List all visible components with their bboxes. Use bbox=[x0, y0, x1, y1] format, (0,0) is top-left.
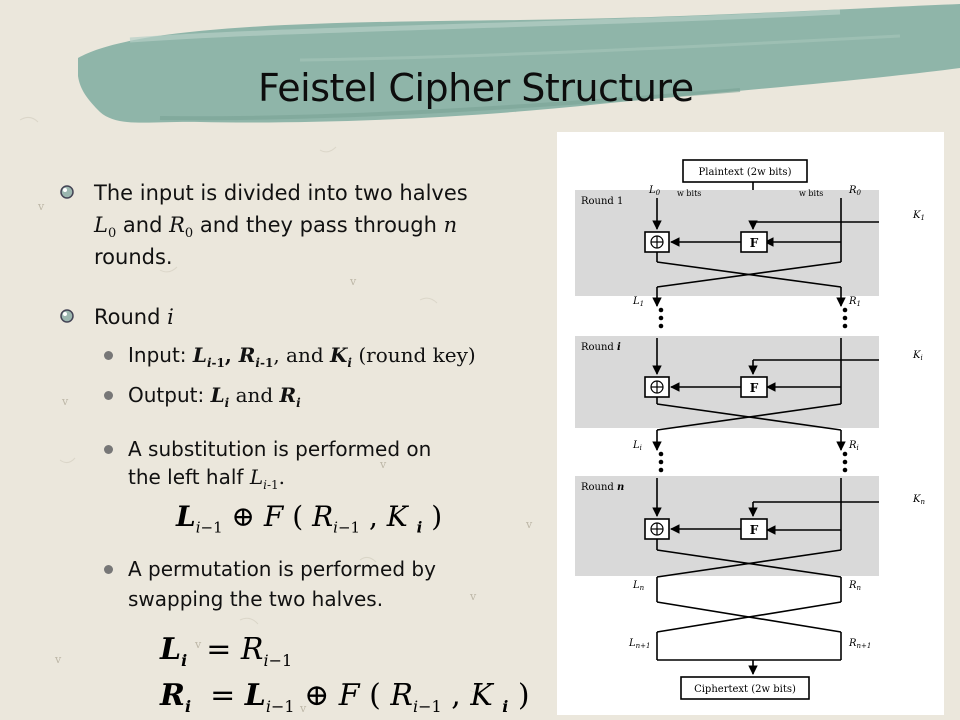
svg-text:v: v bbox=[525, 518, 533, 531]
svg-text:R1: R1 bbox=[848, 296, 861, 308]
svg-text:Li: Li bbox=[632, 440, 642, 452]
round-i-panel bbox=[575, 336, 879, 428]
plaintext-label: Plaintext (2w bits) bbox=[699, 167, 792, 178]
round-i-label: Round i bbox=[581, 342, 621, 353]
f-label-n: F bbox=[750, 523, 759, 537]
svg-text:v: v bbox=[61, 395, 69, 408]
svg-text:v: v bbox=[469, 590, 477, 603]
svg-text:Ri: Ri bbox=[848, 440, 859, 452]
svg-text:v: v bbox=[37, 200, 45, 213]
svg-text:Ln: Ln bbox=[632, 580, 645, 592]
svg-text:v: v bbox=[194, 638, 202, 651]
svg-text:Rn: Rn bbox=[848, 580, 862, 592]
svg-text:v: v bbox=[349, 275, 357, 288]
bullet-marker-icon bbox=[60, 185, 74, 199]
title-brush-band bbox=[78, 4, 960, 123]
round-n-label: Round n bbox=[581, 482, 624, 493]
svg-text:K1: K1 bbox=[912, 210, 925, 222]
f-label-i: F bbox=[750, 381, 759, 395]
svg-text:v: v bbox=[54, 653, 62, 666]
plaintext-box bbox=[682, 159, 808, 183]
svg-text:v: v bbox=[299, 702, 307, 715]
svg-text:Ki: Ki bbox=[912, 350, 923, 362]
permutation-formula-left: Li = Ri−1 bbox=[160, 632, 293, 670]
ciphertext-box bbox=[680, 676, 810, 700]
round-1-label: Round 1 bbox=[581, 196, 623, 207]
bullet-marker-icon bbox=[60, 309, 74, 323]
substitution-formula: Li−1 ⊕ F ( Ri−1 , K i ) bbox=[176, 500, 443, 537]
round-n-panel bbox=[575, 476, 879, 576]
permutation-formula-right: Ri = Li−1 ⊕ F ( Ri−1 , K i ) bbox=[160, 678, 530, 716]
slide-title: Feistel Cipher Structure bbox=[258, 66, 694, 110]
w-bits-right: w bits bbox=[799, 189, 823, 198]
svg-text:Kn: Kn bbox=[912, 494, 925, 506]
svg-text:L0: L0 bbox=[648, 185, 661, 197]
w-bits-left: w bits bbox=[677, 189, 701, 198]
round-1-panel bbox=[575, 190, 879, 296]
f-label-1: F bbox=[750, 236, 759, 250]
svg-text:R0: R0 bbox=[848, 185, 862, 197]
feistel-diagram: Plaintext (2w bits) w bits w bits L0 R0 … bbox=[557, 132, 944, 715]
ciphertext-label: Ciphertext (2w bits) bbox=[694, 684, 796, 695]
svg-text:v: v bbox=[379, 458, 387, 471]
svg-text:Rn+1: Rn+1 bbox=[848, 638, 871, 650]
svg-text:L1: L1 bbox=[632, 296, 644, 308]
svg-text:Ln+1: Ln+1 bbox=[628, 638, 650, 650]
